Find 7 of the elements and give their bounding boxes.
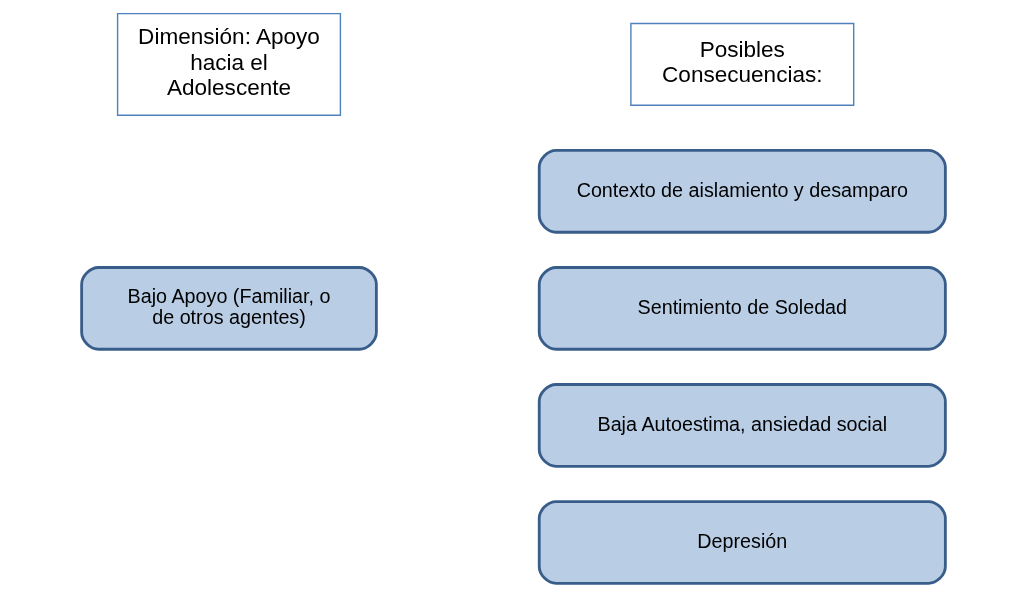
node-box: Contexto de aislamiento y desamparo — [537, 149, 947, 234]
node-box: Dimensión: Apoyo hacia el Adolescente — [116, 12, 342, 116]
node-box: Posibles Consecuencias: — [630, 22, 855, 106]
node-box: Depresión — [537, 500, 947, 585]
node-box: Sentimiento de Soledad — [537, 266, 947, 351]
node-box: Bajo Apoyo (Familiar, o de otros agentes) — [80, 266, 378, 351]
node-box: Baja Autoestima, ansiedad social — [537, 383, 947, 468]
